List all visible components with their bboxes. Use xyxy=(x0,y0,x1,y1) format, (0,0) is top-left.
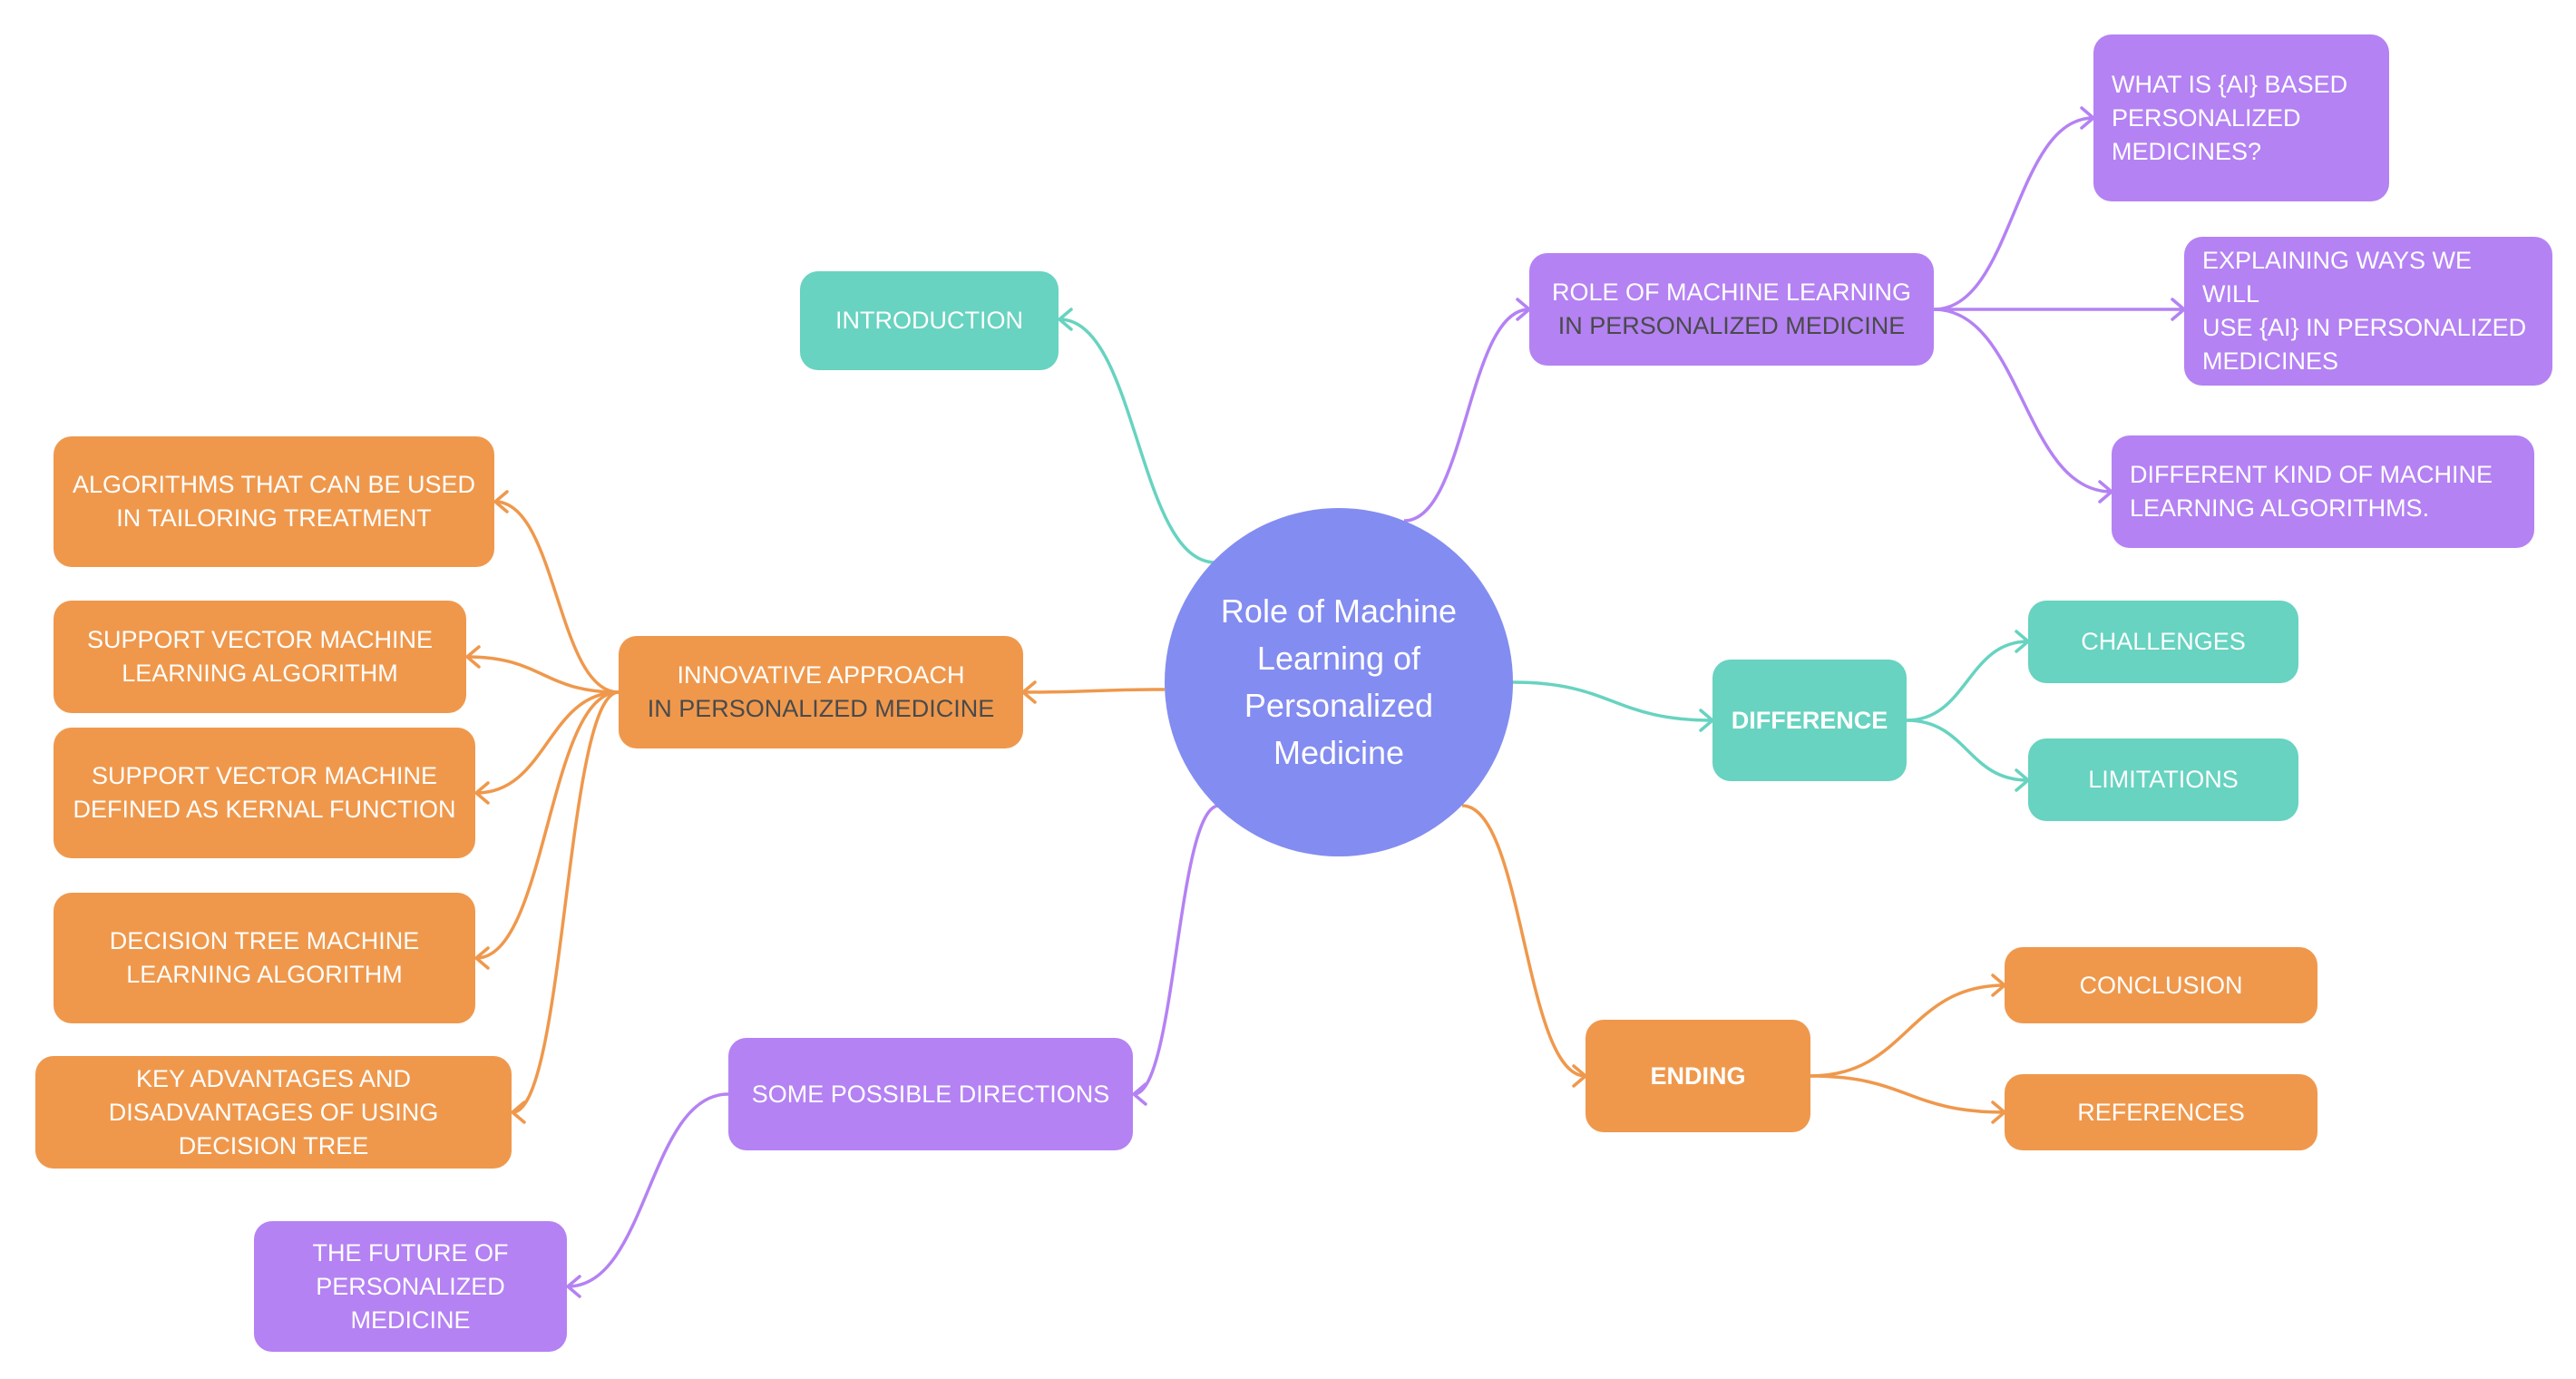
edge-inn-tree xyxy=(475,690,620,960)
role-of-ml-line2: IN PERSONALIZED MEDICINE xyxy=(1557,312,1906,339)
central-topic[interactable]: Role of Machine Learning of Personalized… xyxy=(1165,508,1513,856)
role-child-what-is-ai[interactable]: WHAT IS {AI} BASED PERSONALIZED MEDICINE… xyxy=(2093,34,2389,201)
edge-directions xyxy=(1133,804,1220,1096)
role-of-ml-line1: ROLE OF MACHINE LEARNING xyxy=(1551,279,1912,306)
ending-node[interactable]: ENDING xyxy=(1586,1020,1810,1132)
innovative-child-algorithms-tailoring[interactable]: ALGORITHMS THAT CAN BE USED IN TAILORING… xyxy=(54,436,494,567)
edge-inn-advantages xyxy=(512,690,620,1114)
edge-innovative-arrowhead xyxy=(1021,680,1037,704)
edge-inn-kernel-arrowhead xyxy=(474,781,490,805)
innovative-child-svm-algorithm[interactable]: SUPPORT VECTOR MACHINE LEARNING ALGORITH… xyxy=(54,601,466,713)
challenges-node[interactable]: CHALLENGES xyxy=(2028,601,2298,683)
edge-inn-algorithms-arrowhead xyxy=(493,490,509,513)
possible-directions-node[interactable]: SOME POSSIBLE DIRECTIONS xyxy=(728,1038,1133,1150)
introduction-node[interactable]: INTRODUCTION xyxy=(800,271,1059,370)
edge-challenges xyxy=(1906,640,2029,722)
edge-limitations xyxy=(1906,719,2029,782)
edge-intro xyxy=(1059,318,1216,564)
role-child-different-kinds[interactable]: DIFFERENT KIND OF MACHINE LEARNING ALGOR… xyxy=(2112,435,2534,548)
innovative-child-svm-kernel[interactable]: SUPPORT VECTOR MACHINE DEFINED AS KERNAL… xyxy=(54,728,475,858)
edge-inn-svm-arrowhead xyxy=(465,645,481,669)
innovative-approach-node[interactable]: INNOVATIVE APPROACH IN PERSONALIZED MEDI… xyxy=(619,636,1023,748)
edge-references xyxy=(1810,1074,2005,1114)
edge-intro-arrowhead xyxy=(1058,308,1073,331)
edge-conclusion xyxy=(1810,983,2005,1078)
edge-inn-algorithms xyxy=(494,500,620,694)
edge-difference xyxy=(1512,680,1713,722)
edge-future-arrowhead xyxy=(566,1275,581,1298)
limitations-node[interactable]: LIMITATIONS xyxy=(2028,738,2298,821)
difference-node[interactable]: DIFFERENCE xyxy=(1712,660,1907,781)
edge-inn-kernel xyxy=(475,690,620,795)
references-node[interactable]: REFERENCES xyxy=(2005,1074,2317,1150)
edge-directions-arrowhead xyxy=(1132,1082,1147,1106)
edge-inn-svm xyxy=(466,655,620,694)
innovative-approach-line1: INNOVATIVE APPROACH xyxy=(677,661,965,689)
role-of-ml-node[interactable]: ROLE OF MACHINE LEARNING IN PERSONALIZED… xyxy=(1529,253,1934,366)
edge-role xyxy=(1403,308,1530,523)
conclusion-node[interactable]: CONCLUSION xyxy=(2005,947,2317,1023)
role-child-explaining-ways[interactable]: EXPLAINING WAYS WE WILL USE {AI} IN PERS… xyxy=(2184,237,2552,386)
future-of-personalized-medicine-node[interactable]: THE FUTURE OF PERSONALIZED MEDICINE xyxy=(254,1221,567,1352)
edge-innovative xyxy=(1022,688,1166,694)
edge-inn-advantages-arrowhead xyxy=(511,1100,526,1124)
edge-future xyxy=(567,1092,729,1288)
edge-role-different xyxy=(1933,308,2113,494)
edge-role-what xyxy=(1933,116,2094,311)
edge-ending xyxy=(1461,804,1586,1078)
innovative-child-key-advantages[interactable]: KEY ADVANTAGES AND DISADVANTAGES OF USIN… xyxy=(35,1056,512,1169)
innovative-child-decision-tree[interactable]: DECISION TREE MACHINE LEARNING ALGORITHM xyxy=(54,893,475,1023)
innovative-approach-line2: IN PERSONALIZED MEDICINE xyxy=(647,695,995,722)
edge-inn-tree-arrowhead xyxy=(474,946,490,970)
